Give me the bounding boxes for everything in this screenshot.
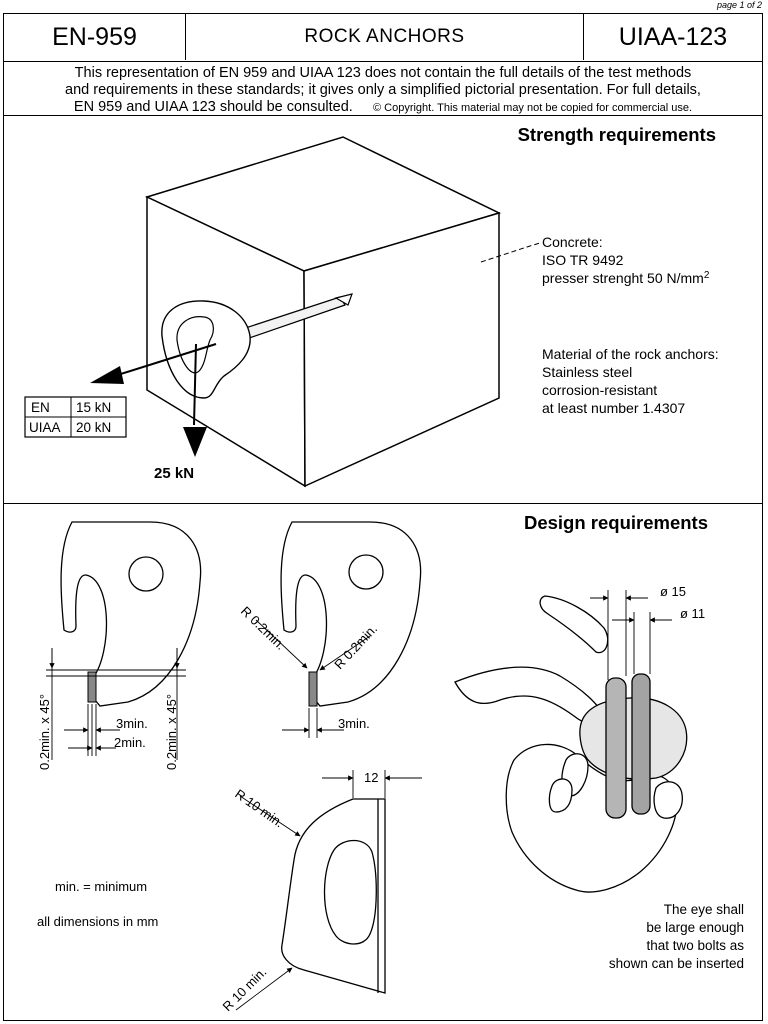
page-number: page 1 of 2 <box>716 0 762 10</box>
material-line-1: Material of the rock anchors: <box>542 346 719 362</box>
document-title: ROCK ANCHORS <box>186 14 584 60</box>
load-table-uiaa-value: 20 kN <box>76 420 111 435</box>
disclaimer-line-3: EN 959 and UIAA 123 should be consulted.… <box>4 99 762 117</box>
axial-load-label: 25 kN <box>154 465 194 482</box>
concrete-leader <box>480 242 541 263</box>
load-table-en-value: 15 kN <box>76 400 111 415</box>
dim-3min-middle: 3min. <box>338 716 370 731</box>
material-line-3: corrosion-resistant <box>542 382 657 398</box>
concrete-strength: presser strenght 50 N/mm2 <box>542 270 710 286</box>
standard-uiaa-code: UIAA-123 <box>618 22 728 51</box>
dim-12: 12 <box>364 770 378 785</box>
material-line-4: at least number 1.4307 <box>542 400 685 416</box>
radius-10-top: R 10 min. <box>232 786 286 830</box>
hanger-profile-left <box>60 521 202 707</box>
dims-hanger-side <box>235 770 422 1011</box>
load-table-en: EN <box>31 400 50 415</box>
design-title: Design requirements <box>524 512 708 533</box>
eye-note-line-4: shown can be inserted <box>609 956 744 971</box>
eye-note-line-1: The eye shall <box>664 902 744 917</box>
axial-load-arrow-line <box>193 343 197 426</box>
dims-hanger-middle <box>255 619 371 738</box>
chamfer-label-left: 0.2min. x 45° <box>37 694 52 770</box>
radius-10-bottom: R 10 min. <box>220 964 270 1014</box>
strength-title: Strength requirements <box>518 124 716 145</box>
section-divider <box>4 503 762 504</box>
copyright-note: © Copyright. This material may not be co… <box>372 102 693 114</box>
disclaimer-line-2: and requirements in these standards; it … <box>65 82 701 98</box>
disclaimer: This representation of EN 959 and UIAA 1… <box>4 62 762 116</box>
dim-3min-left: 3min. <box>116 716 148 731</box>
radial-load-arrow-line <box>107 343 217 379</box>
eye-note-line-2: be large enough <box>646 920 744 935</box>
concrete-iso: ISO TR 9492 <box>542 252 624 268</box>
diameter-15: ø 15 <box>660 584 686 599</box>
dims-hanger-left <box>46 648 186 760</box>
document-frame: EN-959 ROCK ANCHORS UIAA-123 This repres… <box>3 13 763 1021</box>
disclaimer-line-1: This representation of EN 959 and UIAA 1… <box>74 65 692 81</box>
legend-units: all dimensions in mm <box>37 914 158 929</box>
header-row: EN-959 ROCK ANCHORS UIAA-123 <box>4 14 762 62</box>
diameter-11: ø 11 <box>680 606 705 621</box>
radius-label-left: R 0.2min. <box>238 603 288 652</box>
radial-load-arrowhead <box>90 366 124 384</box>
hanger-profile-middle <box>280 521 422 707</box>
material-line-2: Stainless steel <box>542 364 632 380</box>
chamfer-mark-left <box>87 671 97 703</box>
hanger-side-view <box>281 798 386 994</box>
bolt-15-icon <box>605 677 627 819</box>
standard-en-code: EN-959 <box>4 14 186 60</box>
legend-min: min. = minimum <box>55 879 147 894</box>
dim-2min: 2min. <box>114 735 146 750</box>
radius-mark-middle <box>308 671 318 707</box>
concrete-cube <box>144 136 502 488</box>
axial-load-arrowhead <box>183 427 207 457</box>
disclaimer-line-3-text: EN 959 and UIAA 123 should be consulted. <box>73 99 353 115</box>
concrete-label: Concrete: <box>542 234 603 250</box>
eye-note-line-3: that two bolts as <box>646 938 744 953</box>
chamfer-label-right: 0.2min. x 45° <box>164 694 179 770</box>
load-table: EN 15 kN UIAA 20 kN <box>24 396 127 438</box>
bolt-11-icon <box>631 673 651 815</box>
load-table-uiaa: UIAA <box>29 420 61 435</box>
dims-bolt-diameters <box>590 590 672 680</box>
